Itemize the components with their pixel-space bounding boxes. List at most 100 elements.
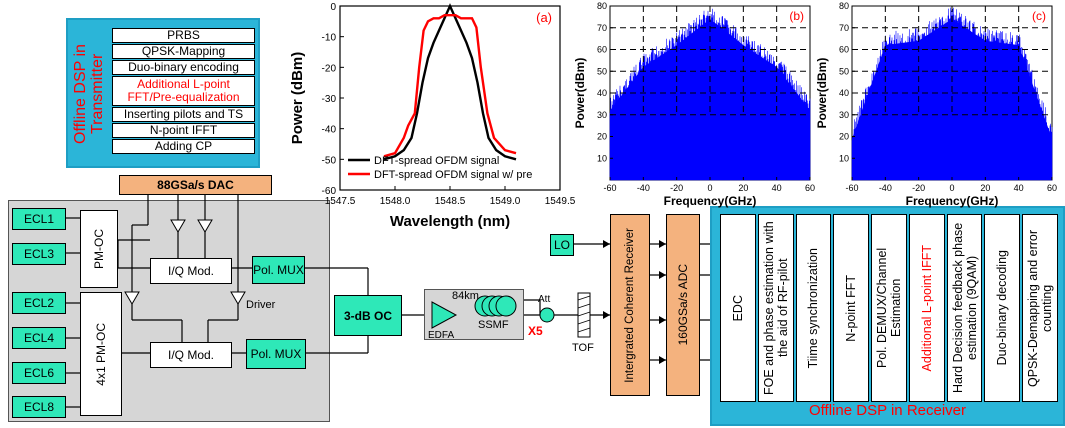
y-tick-label: 30 bbox=[597, 110, 607, 120]
x-tick-label: 1549.0 bbox=[490, 196, 521, 207]
laser-ecl: ECL4 bbox=[12, 327, 66, 349]
span-length-label: 84km bbox=[452, 290, 479, 302]
rx-dsp-step-label: EDC bbox=[730, 294, 745, 322]
iq-modulator-top: I/Q Mod. bbox=[150, 258, 232, 284]
rx-dsp-step-label: Hard Decision feedback phase estimation … bbox=[950, 222, 979, 394]
y-axis-label: Power(dBm) bbox=[573, 58, 587, 129]
x-axis-label: Frequency(GHz) bbox=[664, 194, 757, 208]
driver-triangle-1 bbox=[170, 219, 186, 233]
y-tick-label: -50 bbox=[322, 155, 337, 166]
x-tick-label: -60 bbox=[603, 183, 616, 193]
laser-ecl: ECL6 bbox=[12, 362, 66, 384]
dac-box: 88GSa/s DAC bbox=[119, 175, 272, 195]
tx-dsp-step: Additional L-point FFT/Pre-equalization bbox=[112, 76, 255, 106]
y-tick-label: 70 bbox=[839, 23, 849, 33]
y-tick-label: 40 bbox=[597, 88, 607, 98]
y-tick-label: 20 bbox=[597, 132, 607, 142]
y-tick-label: -60 bbox=[322, 186, 337, 197]
coupler-3db: 3-dB OC bbox=[334, 295, 402, 336]
attenuator-icon bbox=[539, 307, 555, 323]
x-tick-label: -60 bbox=[845, 183, 858, 193]
legend-label: DFT-spread OFDM signal bbox=[374, 155, 499, 167]
tx-dsp-step: Duo-binary encoding bbox=[112, 60, 255, 75]
coherent-receiver: Intergrated Coherent Receiver bbox=[610, 214, 650, 396]
rx-dsp-step: FOE and phase estimation with the aid of… bbox=[757, 214, 794, 402]
y-axis-label: Power (dBm) bbox=[289, 52, 306, 145]
series-line bbox=[383, 3, 517, 161]
rx-dsp-step: Pol. DEMUX/Channel Estimation bbox=[871, 214, 907, 402]
x-tick-label: -20 bbox=[912, 183, 925, 193]
pol-mux-bottom: Pol. MUX bbox=[246, 339, 306, 369]
x-tick-label: 20 bbox=[738, 183, 748, 193]
x-tick-label: 20 bbox=[980, 183, 990, 193]
y-tick-label: -10 bbox=[322, 33, 337, 44]
pm-oc-bottom: 4x1 PM-OC bbox=[80, 292, 122, 416]
pm-oc-top: PM-OC bbox=[80, 210, 118, 288]
y-tick-label: 50 bbox=[597, 66, 607, 76]
rx-dsp-steps: EDC FOE and phase estimation with the aid… bbox=[720, 214, 1059, 402]
ssmf-label: SSMF bbox=[478, 319, 509, 331]
panel-label: (a) bbox=[536, 10, 552, 25]
chart-frame bbox=[339, 5, 561, 191]
y-tick-label: 30 bbox=[839, 110, 849, 120]
y-tick-label: 40 bbox=[839, 88, 849, 98]
x-axis-label: Frequency(GHz) bbox=[906, 194, 999, 208]
rx-dsp-panel: EDC FOE and phase estimation with the aid… bbox=[710, 206, 1065, 426]
x-tick-label: 1549.5 bbox=[545, 196, 576, 207]
laser-ecl: ECL8 bbox=[12, 396, 66, 418]
rx-dsp-step: QPSK-Demapping and error counting bbox=[1022, 214, 1059, 402]
rx-dsp-step: EDC bbox=[720, 214, 756, 402]
tx-dsp-step: N-point IFFT bbox=[112, 123, 255, 138]
x-tick-label: 0 bbox=[707, 183, 712, 193]
y-tick-label: 50 bbox=[839, 66, 849, 76]
y-tick-label: -40 bbox=[322, 125, 337, 136]
coherent-receiver-label: Intergrated Coherent Receiver bbox=[624, 227, 636, 383]
laser-ecl: ECL3 bbox=[12, 243, 66, 265]
tx-dsp-step: Inserting pilots and TS bbox=[112, 107, 255, 122]
x-tick-label: 1548.5 bbox=[435, 196, 466, 207]
rx-dsp-step-label: FOE and phase estimation with the aid of… bbox=[761, 221, 790, 395]
y-tick-label: 10 bbox=[597, 153, 607, 163]
pol-mux-top: Pol. MUX bbox=[252, 256, 305, 284]
rx-dsp-step-label: Pol. DEMUX/Channel Estimation bbox=[875, 247, 904, 369]
x-tick-label: 60 bbox=[805, 183, 815, 193]
tx-dsp-step: Adding CP bbox=[112, 139, 255, 154]
rx-dsp-step-label: Tiime synchronization bbox=[806, 247, 821, 369]
y-tick-label: 70 bbox=[597, 23, 607, 33]
driver-triangle-2 bbox=[197, 219, 213, 233]
y-tick-label: 10 bbox=[839, 153, 849, 163]
att-label: Att bbox=[538, 294, 551, 305]
adc-label: 160GSa/s ADC bbox=[676, 264, 690, 346]
driver-triangle-4 bbox=[230, 291, 246, 305]
y-tick-label: 80 bbox=[597, 1, 607, 11]
x-tick-label: -40 bbox=[879, 183, 892, 193]
x-tick-label: 60 bbox=[1047, 183, 1057, 193]
loops-label: X5 bbox=[528, 324, 543, 338]
y-tick-label: 60 bbox=[597, 45, 607, 55]
x-tick-label: 0 bbox=[949, 183, 954, 193]
edfa-amplifier-icon bbox=[431, 301, 458, 329]
tof-label: TOF bbox=[572, 342, 594, 354]
x-tick-label: 1547.5 bbox=[325, 196, 356, 207]
rx-dsp-step: N-point FFT bbox=[833, 214, 870, 402]
rx-dsp-step-label: QPSK-Demapping and error counting bbox=[1026, 229, 1055, 387]
driver-triangle-3 bbox=[124, 291, 140, 305]
tof-filter-icon bbox=[577, 292, 591, 338]
laser-ecl: ECL2 bbox=[12, 292, 66, 314]
y-tick-label: 20 bbox=[839, 132, 849, 142]
x-tick-label: -40 bbox=[637, 183, 650, 193]
legend-label: DFT-spread OFDM signal w/ pre bbox=[374, 169, 532, 181]
lo-box: LO bbox=[550, 234, 574, 256]
edfa-label: EDFA bbox=[428, 330, 455, 341]
x-tick-label: 40 bbox=[1014, 183, 1024, 193]
adc-box: 160GSa/s ADC bbox=[666, 214, 700, 396]
y-tick-label: 60 bbox=[839, 45, 849, 55]
x-axis-label: Wavelength (nm) bbox=[390, 213, 510, 230]
y-tick-label: -30 bbox=[322, 94, 337, 105]
ssmf-spool-icon bbox=[474, 295, 517, 317]
y-tick-label: -20 bbox=[322, 63, 337, 74]
